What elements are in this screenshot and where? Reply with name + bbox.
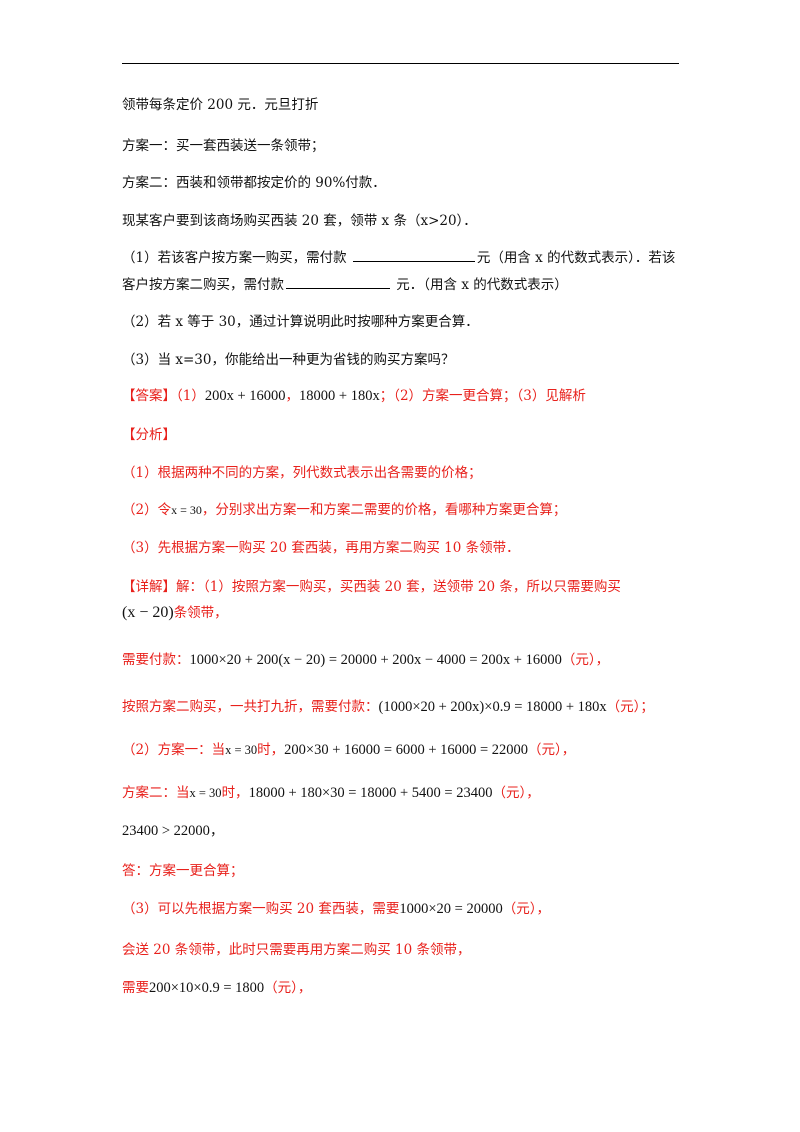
text-segment: （元）， <box>502 901 550 917</box>
text-segment: 解：（1）按照方案一购买，买西装 20 套，送领带 20 条，所以只需要购买 <box>176 579 621 595</box>
text-line: 领带每条定价 200 元．元旦打折 <box>122 97 319 113</box>
detail-line: 23400 > 22000， <box>122 821 223 841</box>
math-expression: (x − 20) <box>122 604 174 621</box>
detail-line: （2）方案一：当x = 30时，200×30 + 16000 = 6000 + … <box>122 740 575 760</box>
text-segment: 时， <box>257 742 285 758</box>
question-1-line-1: （1）若该客户按方案一购买，需付款 元（用含 x 的代数式表示）．若该 <box>122 247 675 268</box>
math-expression: 200×30 + 16000 = 6000 + 16000 = 22000 <box>284 742 529 758</box>
detail-line: 答：方案一更合算； <box>122 863 244 879</box>
text-segment: （3）可以先根据方案一购买 20 套西装，需要 <box>122 901 400 917</box>
analysis-label: 【分析】 <box>122 427 176 443</box>
math-expression: 1000×20 + 200(x − 20) = 20000 + 200x − 4… <box>189 652 562 668</box>
math-expression: 23400 > 22000 <box>122 823 210 839</box>
math-expression: x = 30 <box>225 743 258 757</box>
answer-blank-2[interactable] <box>286 274 390 289</box>
text-segment: （1）若该客户按方案一购买，需付款 <box>122 250 351 266</box>
text-segment: 客户按方案二购买，需付款 <box>122 277 284 293</box>
text-segment: （元）， <box>528 742 576 758</box>
text-segment: （元）； <box>606 699 654 715</box>
text-segment: 需要 <box>122 980 149 996</box>
text-segment: 元（用含 x 的代数式表示）．若该 <box>476 250 676 266</box>
text-segment: ， <box>209 823 224 839</box>
answer-blank-1[interactable] <box>352 247 475 262</box>
header-rule <box>122 63 679 64</box>
text-segment: 元．（用含 x 的代数式表示） <box>392 277 568 293</box>
text-segment: （元）， <box>264 980 312 996</box>
detail-line: 【详解】解：（1）按照方案一购买，买西装 20 套，送领带 20 条，所以只需要… <box>122 577 621 597</box>
math-expression: 18000 + 180×30 = 18000 + 5400 = 23400 <box>248 785 493 801</box>
analysis-line: （1）根据两种不同的方案，列代数式表示出各需要的价格； <box>122 465 482 481</box>
math-expression: 18000 + 180x <box>299 388 380 404</box>
text-segment: 条领带， <box>173 605 228 621</box>
text-segment: ；（2）方案一更合算；（3）见解析 <box>379 388 586 404</box>
math-expression: 200x + 16000 <box>204 388 286 404</box>
text-line: 方案二：西装和领带都按定价的 90%付款． <box>122 175 386 191</box>
text-line: 现某客户要到该商场购买西装 20 套，领带 x 条（x>20）． <box>122 213 477 229</box>
answer-line: 【答案】（1）200x + 16000，18000 + 180x；（2）方案一更… <box>122 386 586 406</box>
detail-line: 按照方案二购买，一共打九折，需要付款：(1000×20 + 200x)×0.9 … <box>122 697 654 717</box>
math-expression: 200×10×0.9 = 1800 <box>149 980 265 996</box>
answer-label: 【答案】 <box>122 388 176 404</box>
math-expression: (1000×20 + 200x)×0.9 = 18000 + 180x <box>378 699 607 715</box>
text-segment: （2）方案一：当 <box>122 742 226 758</box>
detail-line: (x − 20)条领带， <box>122 603 228 623</box>
text-segment: （元）， <box>492 785 540 801</box>
math-expression: x = 30 <box>171 503 202 517</box>
detail-line: 会送 20 条领带，此时只需要再用方案二购买 10 条领带， <box>122 942 471 958</box>
analysis-line: （2）令x = 30，分别求出方案一和方案二需要的价格，看哪种方案更合算； <box>122 500 566 520</box>
text-segment: ， <box>285 388 300 404</box>
text-segment: ，分别求出方案一和方案二需要的价格，看哪种方案更合算； <box>201 502 567 518</box>
text-line: （3）当 x=30，你能给出一种更为省钱的购买方案吗？ <box>122 352 455 368</box>
text-segment: 按照方案二购买，一共打九折，需要付款： <box>122 699 379 715</box>
text-segment: （2）令 <box>122 502 172 518</box>
question-1-line-2: 客户按方案二购买，需付款 元．（用含 x 的代数式表示） <box>122 274 568 295</box>
detail-line: 方案二：当x = 30时，18000 + 180×30 = 18000 + 54… <box>122 783 540 803</box>
text-line: 方案一：买一套西装送一条领带； <box>122 138 325 154</box>
detail-line: 需要200×10×0.9 = 1800（元）， <box>122 978 311 998</box>
text-segment: （1） <box>176 388 205 404</box>
analysis-line: （3）先根据方案一购买 20 套西装，再用方案二购买 10 条领带． <box>122 540 520 556</box>
math-expression: x = 30 <box>189 786 222 800</box>
text-segment: 需要付款： <box>122 652 190 668</box>
detail-line: （3）可以先根据方案一购买 20 套西装，需要1000×20 = 20000（元… <box>122 899 550 919</box>
text-segment: （元）， <box>561 652 610 668</box>
detail-label: 【详解】 <box>122 579 176 595</box>
text-line: （2）若 x 等于 30，通过计算说明此时按哪种方案更合算． <box>122 314 479 330</box>
detail-line: 需要付款：1000×20 + 200(x − 20) = 20000 + 200… <box>122 650 609 670</box>
text-segment: 时， <box>221 785 249 801</box>
text-segment: 方案二：当 <box>122 785 190 801</box>
math-expression: 1000×20 = 20000 <box>399 901 503 917</box>
